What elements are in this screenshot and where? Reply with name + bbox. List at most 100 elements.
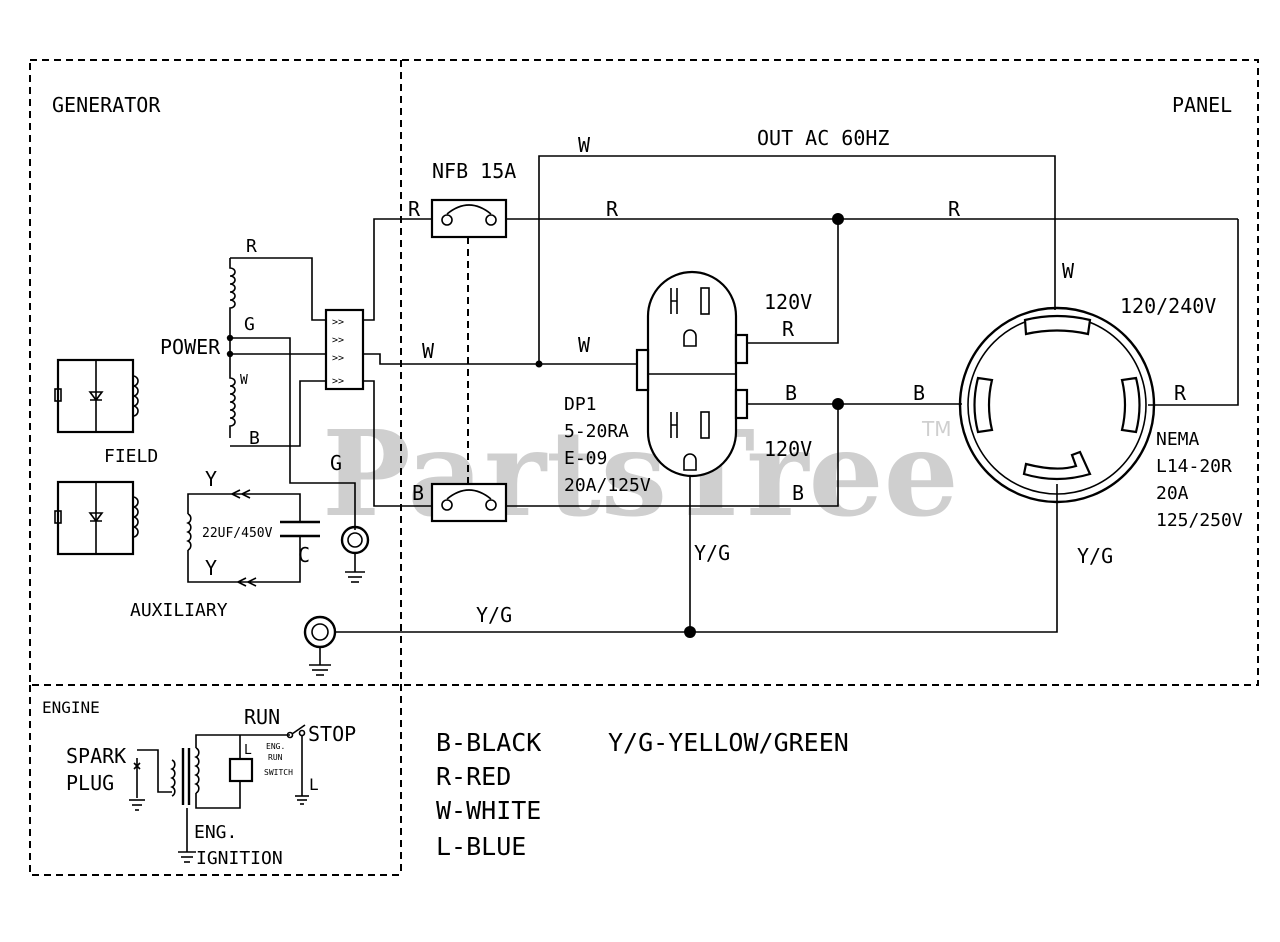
spark-plug-lead	[137, 749, 172, 793]
wire-r-rcpt	[748, 219, 839, 344]
terminal-arrow: >>	[332, 317, 344, 328]
wire-label-w: W	[1062, 259, 1075, 283]
ignition-label: IGNITION	[196, 848, 283, 869]
connector-block: >> >> >> >>	[324, 308, 365, 391]
coil-return	[195, 781, 241, 809]
ignition-coil-primary	[170, 759, 176, 797]
section-borders	[29, 59, 1259, 876]
aux-capacitor-rating: 22UF/450V	[202, 526, 273, 541]
field-label: FIELD	[104, 446, 158, 467]
receptacle-spec-line: E-09	[564, 448, 607, 469]
arrow-icon	[231, 489, 251, 499]
ground-lead-label: G	[330, 451, 342, 475]
legend-item: L-BLUE	[436, 832, 526, 861]
terminal-arrow: >>	[332, 376, 344, 387]
aux-lead-top: Y	[205, 467, 217, 491]
outlet-slot	[700, 411, 710, 439]
field-terminal	[54, 510, 62, 524]
ground-terminal-outer	[303, 615, 337, 649]
field-module-1	[54, 358, 139, 434]
receptacle-spec-line: DP1	[564, 394, 597, 415]
run-wire	[195, 734, 290, 748]
outlet-slot	[700, 287, 710, 315]
breaker-arc	[446, 204, 492, 215]
junction-dot	[832, 213, 844, 225]
receptacle-tab-right	[734, 333, 749, 365]
legend-item: R-RED	[436, 762, 511, 791]
module-l-label: L	[244, 743, 252, 758]
tap-label-w: W	[240, 373, 248, 388]
aux-capacitor-label: C	[298, 543, 310, 567]
junction-dot	[535, 360, 543, 368]
switch-label: SWITCH	[264, 768, 293, 777]
breaker-box	[430, 198, 508, 239]
twistlock-receptacle	[958, 306, 1156, 504]
field-coil-icon	[132, 375, 139, 417]
wire-b	[230, 380, 340, 447]
ignition-label: ENG.	[194, 822, 237, 843]
generator-section-title: GENERATOR	[52, 93, 161, 117]
outer-border	[29, 59, 1259, 686]
wire-r-lock	[1148, 219, 1239, 406]
wire-label-r: R	[782, 317, 795, 341]
breaker-r-label: R	[408, 197, 421, 221]
ignition-coil-secondary	[194, 747, 200, 794]
outlet-ground-hole	[683, 329, 697, 347]
terminal-arrow: >>	[332, 353, 344, 364]
outlet-slot-t	[670, 412, 678, 438]
breaker-bottom	[430, 482, 508, 523]
twistlock-spec-line: NEMA	[1156, 429, 1200, 450]
ground-terminal-inner	[347, 532, 363, 548]
wire-label-b: B	[913, 381, 925, 405]
junction-dot	[684, 626, 696, 638]
wire-label-w: W	[578, 333, 591, 357]
spark-gap-icon	[133, 762, 141, 770]
receptacle-tab-left	[635, 348, 650, 392]
twistlock-outer	[958, 306, 1156, 504]
output-label: OUT AC 60HZ	[757, 126, 889, 150]
generator-ground-terminal	[340, 525, 370, 583]
aux-lead-bottom: Y	[205, 556, 217, 580]
spark-plug-label: SPARK	[66, 744, 126, 768]
power-coil-lower	[229, 338, 236, 438]
breaker-b-label: B	[412, 481, 424, 505]
tap-label-r: R	[246, 236, 257, 257]
switch-l-label: L	[309, 775, 319, 794]
power-coil-upper	[229, 258, 236, 338]
auxiliary-winding	[186, 489, 320, 587]
field-module-2	[54, 480, 139, 556]
wire-b-to-breaker	[363, 380, 432, 507]
switch-label: RUN	[268, 753, 283, 762]
wire-r-to-breaker	[363, 218, 432, 321]
breaker-top	[430, 198, 508, 239]
wire-label-w: W	[578, 133, 591, 157]
panel-wires	[336, 155, 1239, 638]
arrow-icon	[237, 577, 257, 587]
ground-terminal-inner	[311, 623, 329, 641]
wire-w-top	[538, 155, 1056, 364]
breaker-arc	[446, 489, 492, 500]
legend-item: B-BLACK	[436, 728, 541, 757]
ignition-circuit	[129, 724, 309, 863]
ignition-module	[228, 757, 254, 783]
junction-dot	[832, 398, 844, 410]
wire-label-yg: Y/G	[476, 603, 512, 627]
twistlock-spec-line: 125/250V	[1156, 510, 1243, 531]
cap-wire-bottom	[268, 536, 301, 583]
wire-label-r: R	[1174, 381, 1187, 405]
tap-label-g: G	[244, 314, 255, 335]
panel-ground-terminal	[303, 615, 337, 676]
diode-icon	[88, 391, 104, 402]
receptacle-spec-line: 20A/125V	[564, 475, 651, 496]
wire-r	[230, 257, 340, 321]
legend-item: W-WHITE	[436, 796, 541, 825]
breaker-contact	[485, 499, 497, 511]
engine-border	[29, 685, 401, 876]
wire-label-w: W	[422, 339, 435, 363]
receptacle-spec: DP1 5-20RA E-09 20A/125V	[564, 394, 651, 496]
wire-g	[230, 337, 356, 530]
twistlock-spec-line: 20A	[1156, 483, 1189, 504]
outlet-ground-hole	[683, 453, 697, 471]
switch-contact	[286, 731, 294, 739]
